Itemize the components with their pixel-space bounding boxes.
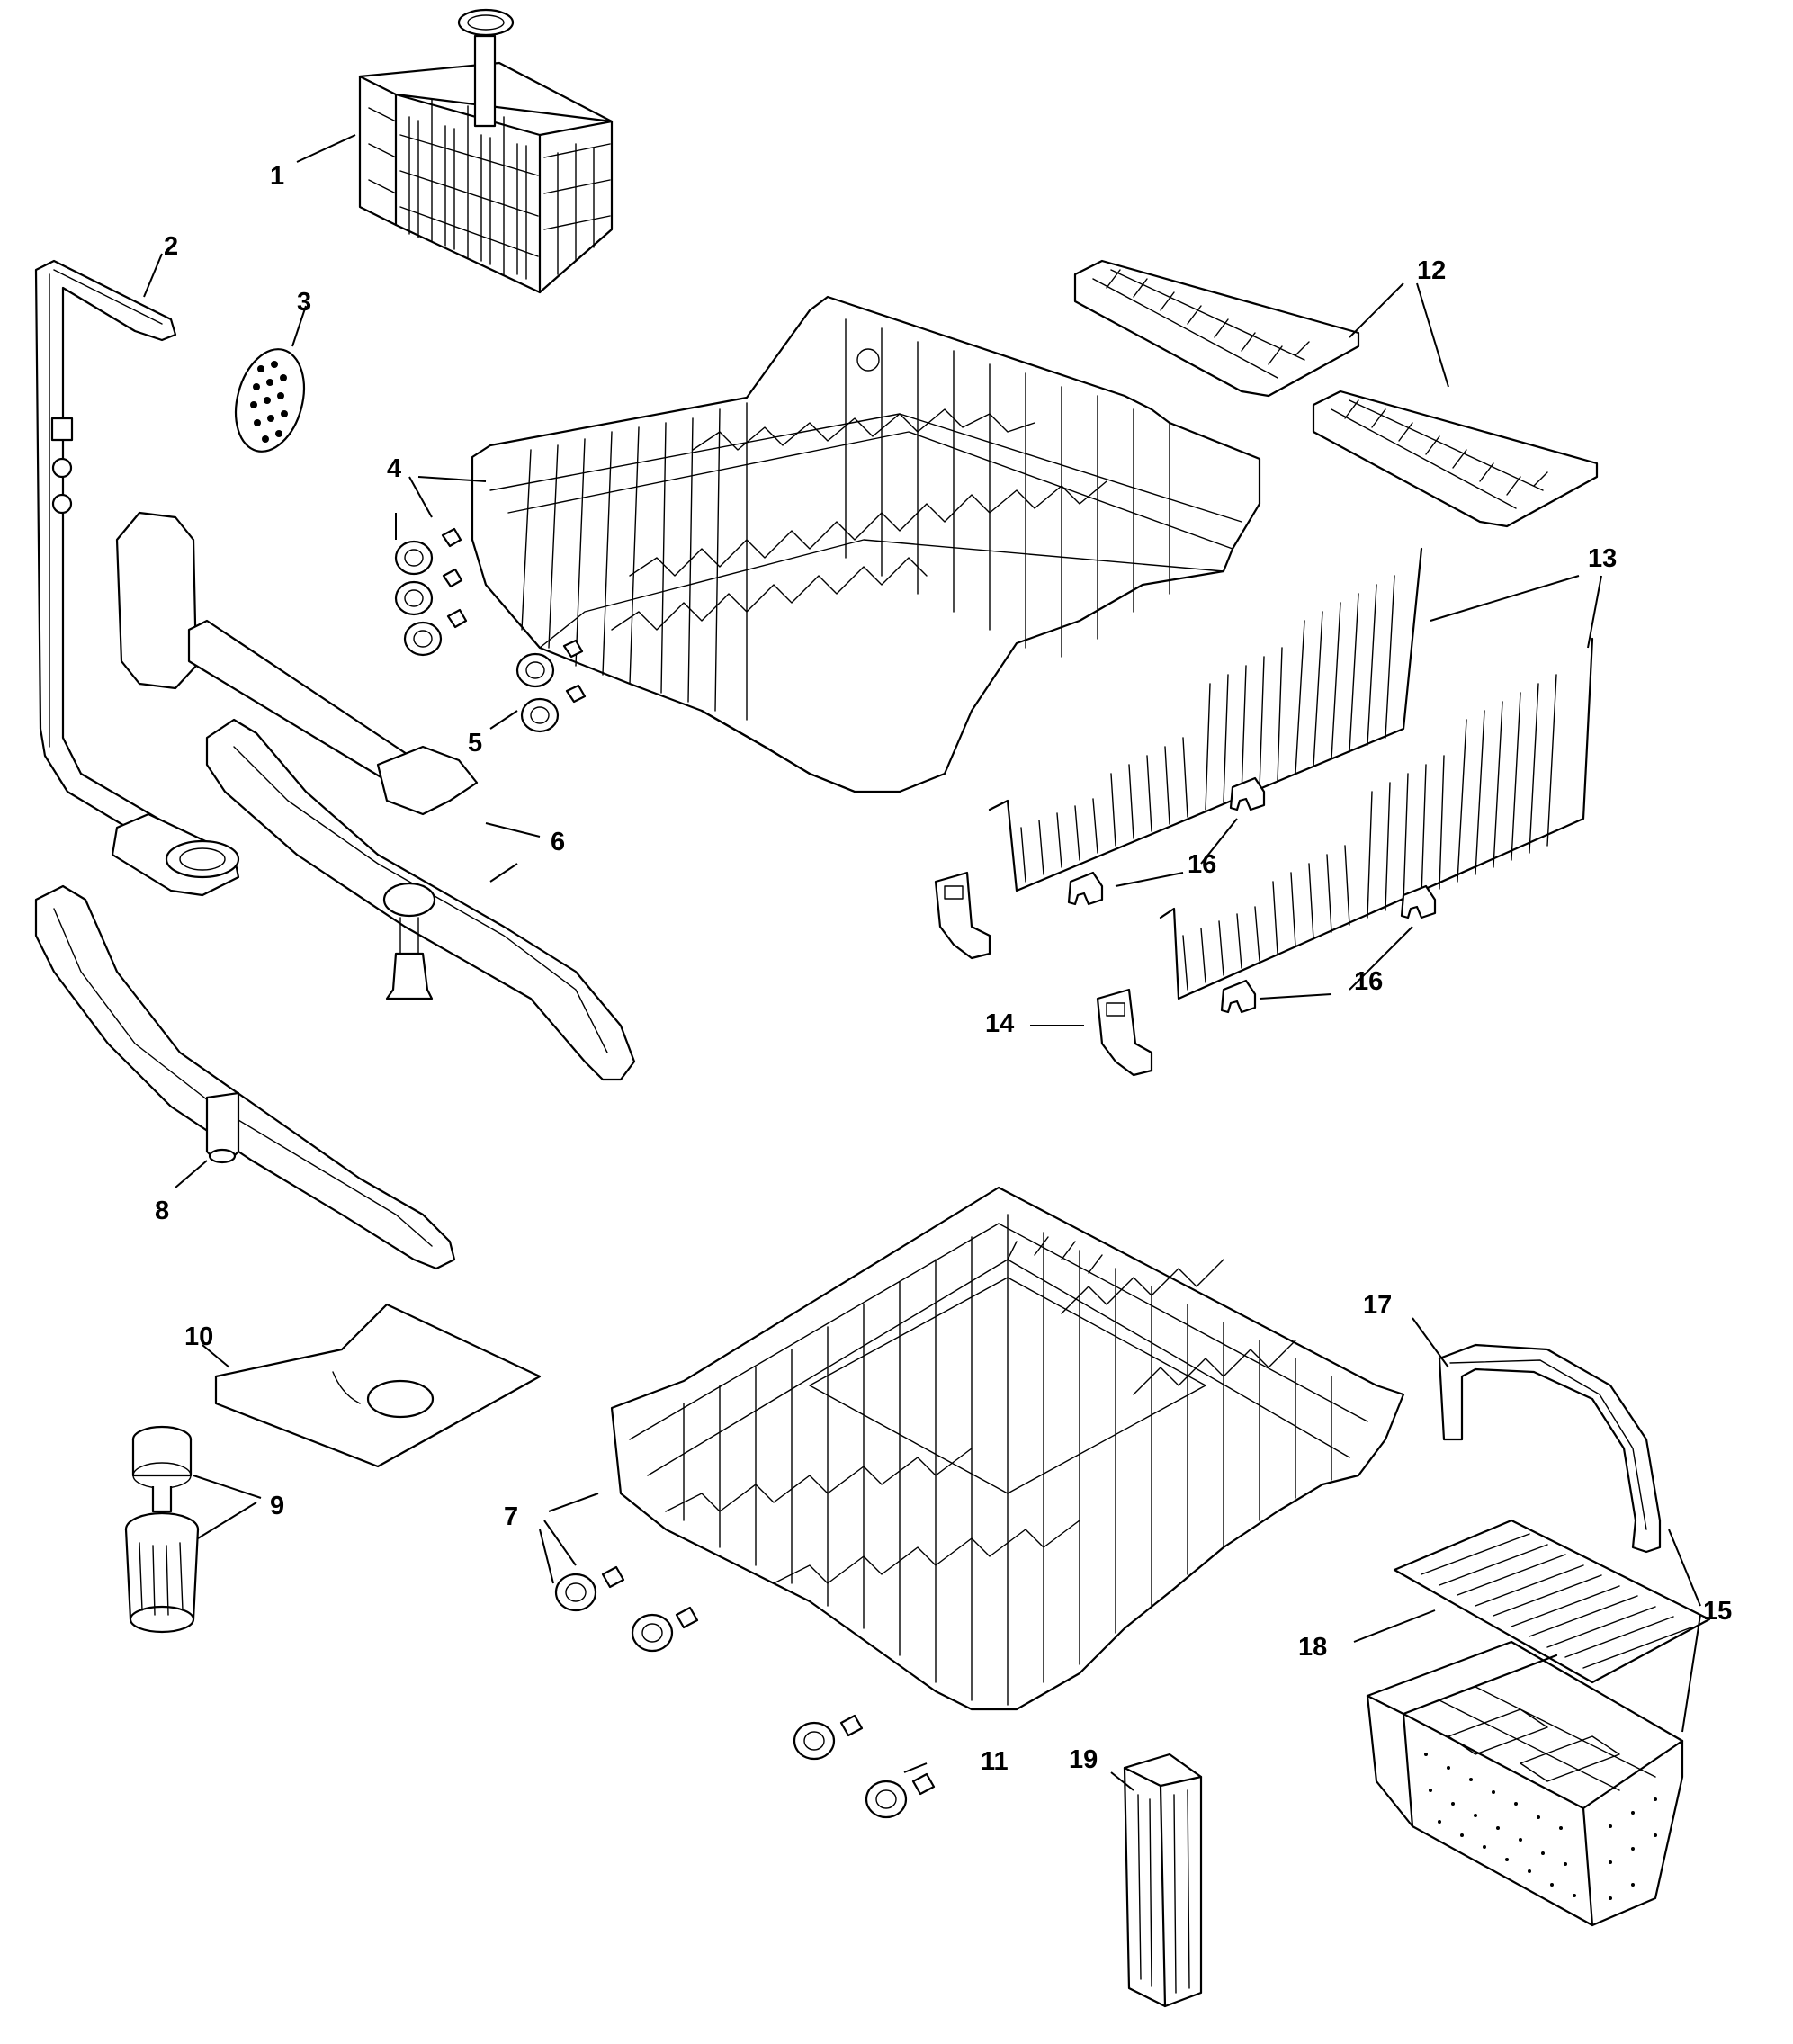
callout-9: 9 — [270, 1492, 284, 1520]
part-14-tine-holders — [934, 871, 1153, 1077]
part-9-filter-assembly — [124, 1425, 200, 1634]
callout-6: 6 — [551, 828, 565, 856]
callout-18: 18 — [1298, 1633, 1327, 1662]
part-16-clips — [1067, 776, 1437, 1014]
callout-14: 14 — [985, 1009, 1014, 1038]
part-10-cover-plate — [214, 1303, 542, 1468]
part-8-lower-spray-arm — [34, 884, 456, 1270]
part-6-upper-spray-arm — [115, 511, 636, 1081]
callout-10: 10 — [184, 1322, 213, 1351]
callout-5: 5 — [468, 729, 482, 758]
part-3-round-filter — [235, 348, 305, 453]
callout-labels: 1 2 3 4 5 6 7 8 9 10 11 12 13 14 15 16 1… — [155, 162, 1732, 1776]
part-11-lower-rack-wheels — [793, 1714, 936, 1819]
callout-17: 17 — [1363, 1291, 1392, 1320]
callout-12: 12 — [1417, 256, 1446, 285]
part-19-basket-insert — [1123, 1753, 1203, 2008]
callout-8: 8 — [155, 1197, 169, 1225]
leader-lines — [143, 134, 1701, 1791]
callout-15: 15 — [1703, 1597, 1732, 1626]
callout-7: 7 — [504, 1502, 518, 1531]
callout-19: 19 — [1069, 1745, 1098, 1774]
callout-16-lower: 16 — [1354, 967, 1383, 996]
part-1-cutlery-basket — [358, 8, 614, 294]
callout-4: 4 — [387, 454, 401, 483]
callout-3: 3 — [297, 288, 311, 317]
lower-dish-rack — [610, 1186, 1405, 1711]
part-13-folding-tines — [988, 547, 1594, 1000]
part-18-basket-lid — [1393, 1519, 1711, 1684]
part-15-cutlery-basket-lower — [1366, 1640, 1684, 1927]
part-17-basket-handle — [1438, 1343, 1662, 1554]
part-5-wheels — [515, 639, 587, 733]
callout-13: 13 — [1588, 544, 1617, 573]
callout-1: 1 — [270, 162, 284, 191]
callout-16-upper: 16 — [1188, 850, 1216, 879]
part-2-supply-tube — [34, 259, 240, 897]
part-12-tine-sections — [1073, 259, 1599, 528]
part-4-upper-rack-wheels — [394, 527, 468, 657]
callout-11: 11 — [981, 1747, 1009, 1776]
upper-dish-rack — [471, 295, 1261, 793]
callout-2: 2 — [164, 232, 178, 261]
part-7-lower-rack-wheels — [554, 1565, 699, 1653]
